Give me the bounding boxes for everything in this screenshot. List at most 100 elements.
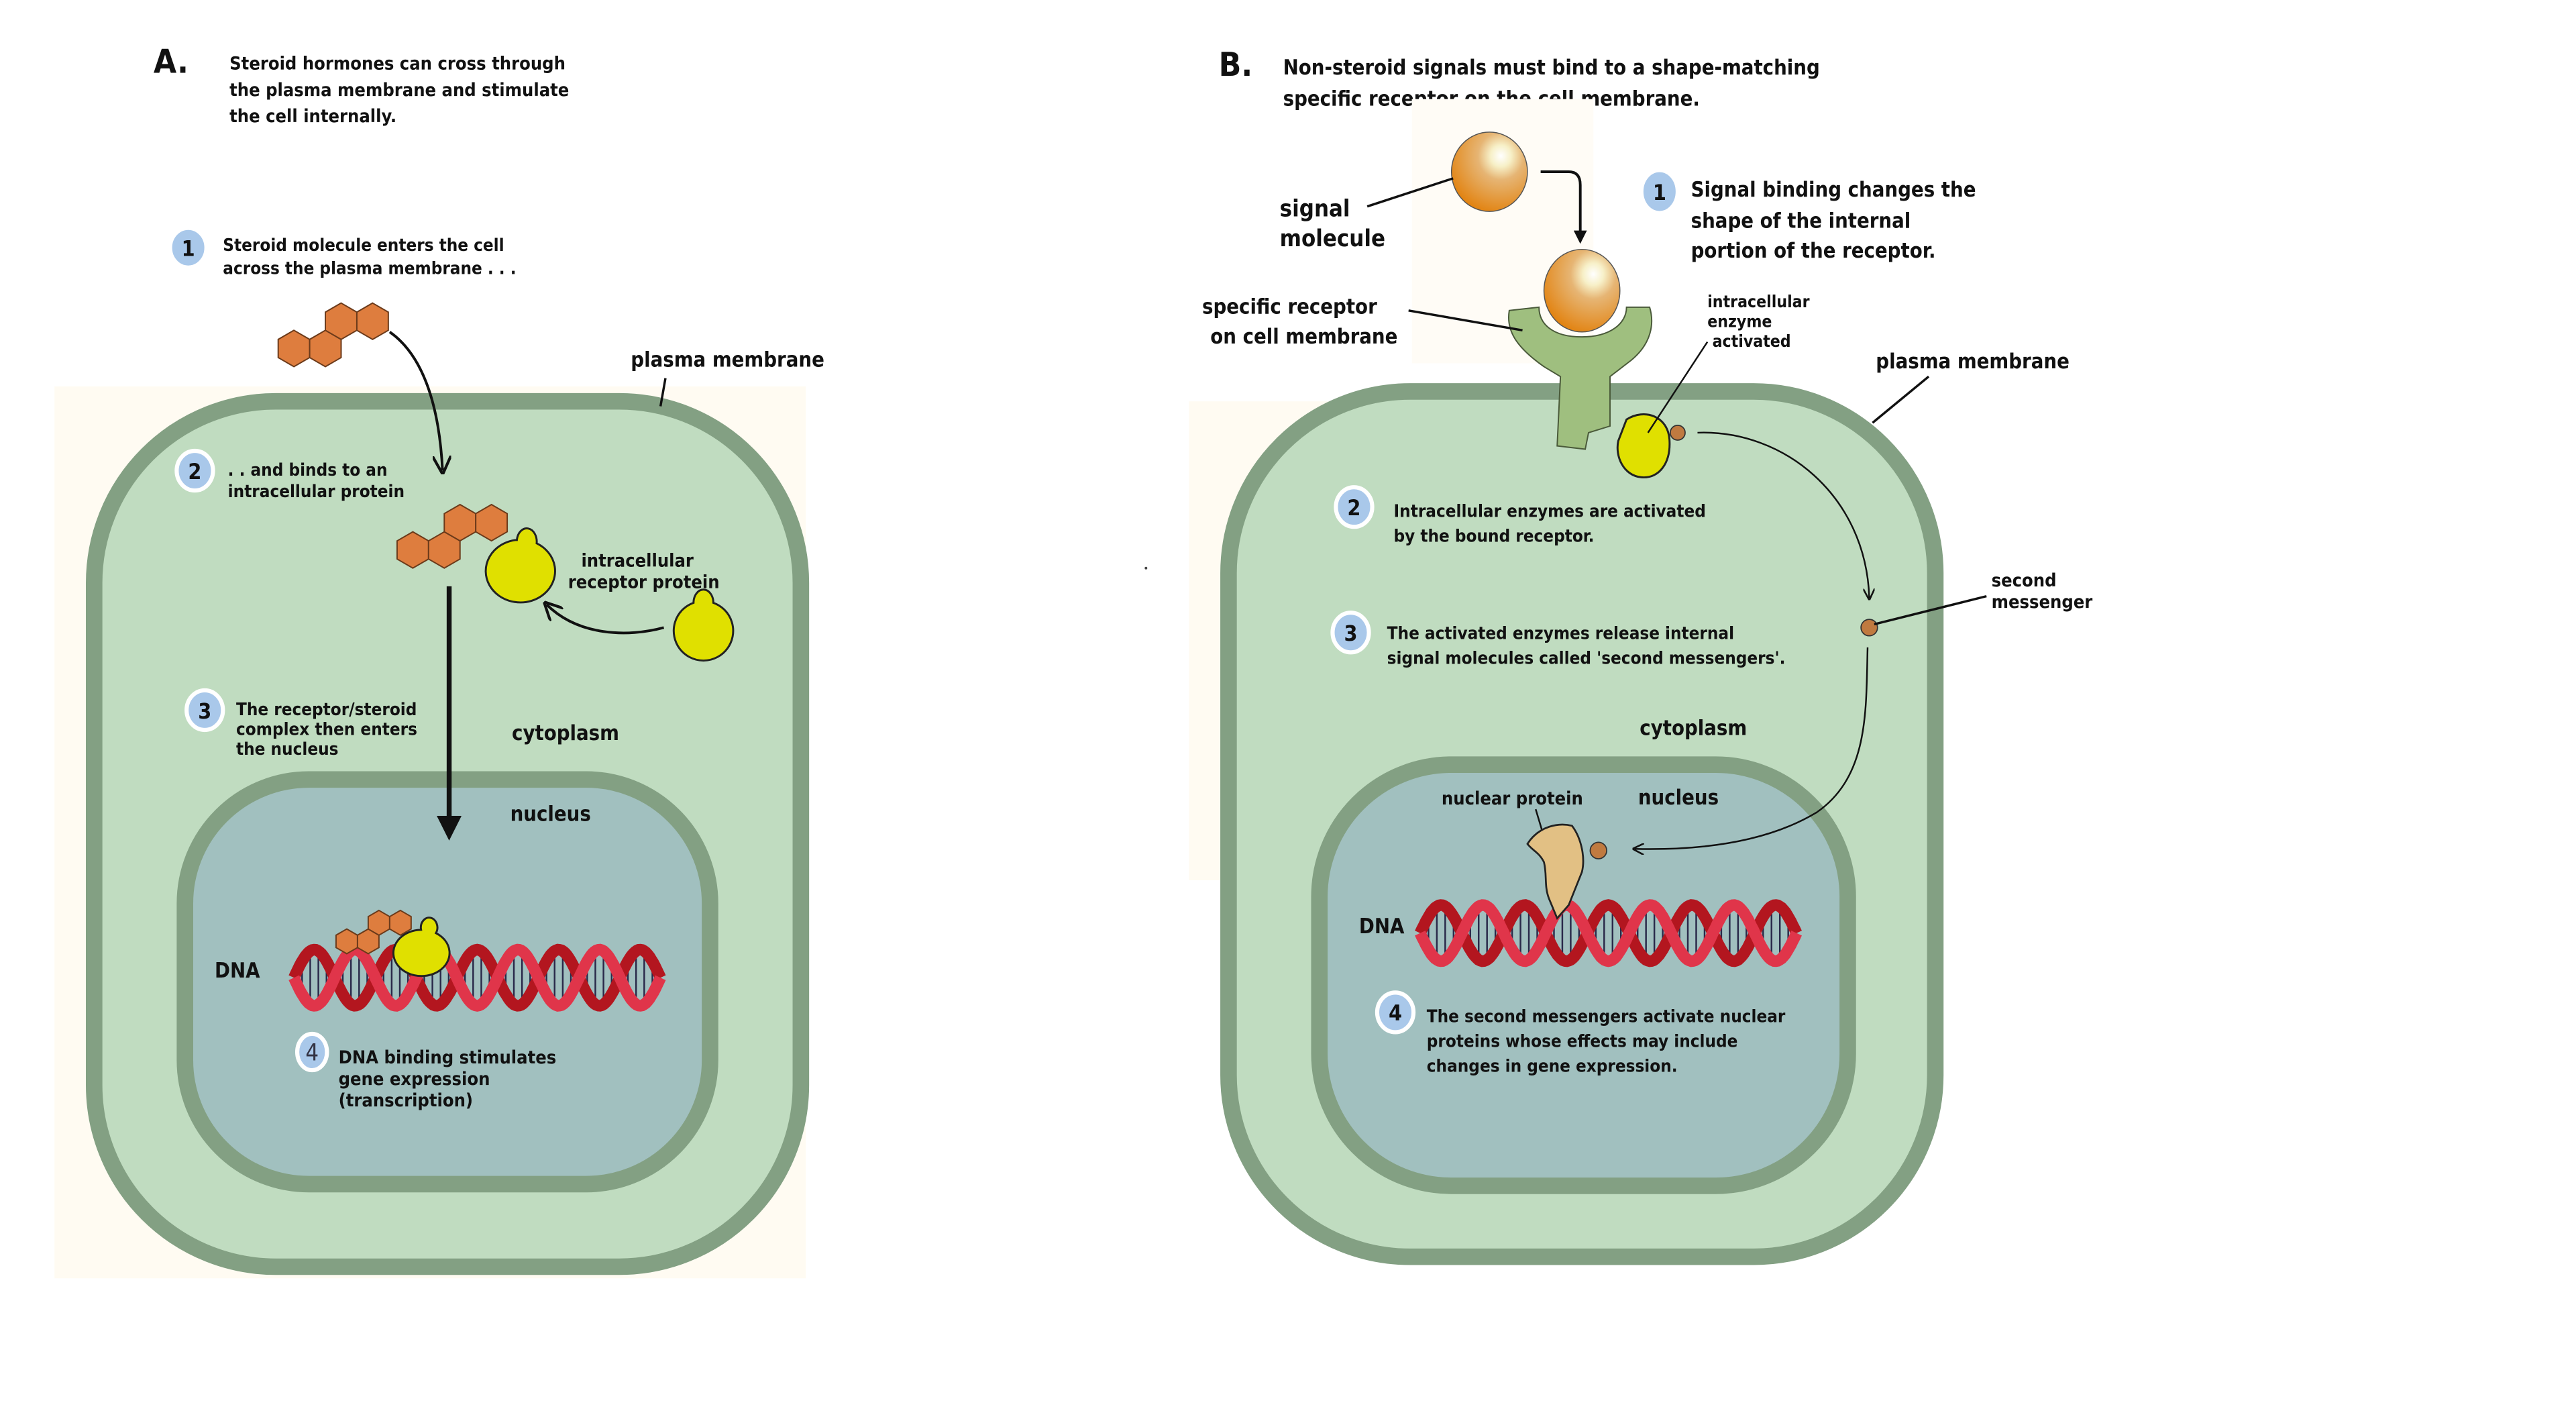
step-b-4: 4 The second messengers activate nuclear… [1375, 990, 1786, 1077]
step-text: across the plasma membrane . . . [223, 259, 516, 279]
steroid-molecule-icon [277, 302, 389, 368]
dna-label: DNA [215, 959, 260, 983]
second-messenger-leader [1874, 594, 1987, 626]
heading-line: the cell internally. [229, 106, 396, 127]
step-text: the nucleus [236, 739, 338, 759]
steroid-ring [356, 302, 389, 340]
step-text: changes in gene expression. [1427, 1057, 1678, 1077]
step-number: 4 [305, 1039, 319, 1066]
step-text: signal molecules called 'second messenge… [1387, 649, 1786, 669]
heading-line: the plasma membrane and stimulate [229, 80, 569, 101]
step-number: 3 [1344, 621, 1358, 646]
enzyme-label: activated [1713, 331, 1791, 351]
step-a-4: 4 DNA binding stimulates gene expression… [295, 1031, 557, 1111]
dna-strand [1415, 899, 1802, 967]
step-number: 1 [182, 236, 195, 262]
signal-molecule-label: molecule [1280, 225, 1385, 252]
step-text: by the bound receptor. [1394, 526, 1595, 546]
nuclear-signal-arrow [1635, 647, 1869, 849]
membrane-receptor-icon [1508, 306, 1653, 450]
step-text: gene expression [339, 1069, 490, 1090]
nucleus-label: nucleus [1638, 786, 1719, 810]
entry-arrow [388, 331, 443, 471]
dna-label: DNA [1359, 914, 1405, 939]
step-number: 1 [1653, 180, 1666, 205]
step-badge [168, 225, 209, 270]
receptor-label: specific receptor [1202, 295, 1377, 319]
step-a-3: 3 The receptor/steroid complex then ente… [184, 688, 417, 759]
signal-molecule-icon [1450, 132, 1528, 212]
step-badge [1330, 611, 1371, 655]
panel-a: A. Steroid hormones can cross through th… [54, 42, 824, 1279]
receptor-protein-label: receptor protein [568, 572, 720, 592]
heading-line: Non-steroid signals must bind to a shape… [1283, 56, 1820, 80]
step-badge [1334, 485, 1375, 529]
dna-strand [288, 943, 666, 1012]
dna-strand [1415, 899, 1802, 967]
nuclear-protein-label: nuclear protein [1442, 788, 1583, 809]
dna-helix-icon [1415, 899, 1802, 967]
steroid-ring [367, 909, 390, 936]
steroid-ring [475, 503, 508, 542]
step-text: portion of the receptor. [1691, 239, 1936, 263]
panel-a-heading: Steroid hormones can cross through the p… [229, 53, 569, 127]
intracellular-enzyme-icon [1616, 413, 1671, 478]
step-number: 3 [198, 698, 211, 724]
step-badge [295, 1031, 329, 1073]
step-text: DNA binding stimulates [339, 1047, 557, 1068]
receptor-protein [484, 527, 556, 604]
plasma-membrane-label: plasma membrane [1876, 350, 2070, 374]
step-a-2: 2 . . and binds to an intracellular prot… [174, 448, 405, 502]
step-number: 4 [1389, 1000, 1402, 1026]
panel-b: B. Non-steroid signals must bind to a sh… [1189, 45, 2093, 1265]
step-b-3: 3 The activated enzymes release internal… [1330, 611, 1786, 669]
stray-dot [1144, 566, 1148, 570]
second-messenger-label: messenger [1992, 592, 2093, 613]
signal-molecule-label: signal [1280, 195, 1350, 222]
step-b-2: 2 Intracellular enzymes are activated by… [1334, 485, 1706, 546]
nucleus-b [1311, 756, 1856, 1194]
second-messenger-release-arrow [1697, 431, 1869, 598]
step-text: Intracellular enzymes are activated [1394, 501, 1706, 521]
step-text: The activated enzymes release internal [1387, 624, 1734, 644]
cytoplasm-label: cytoplasm [512, 721, 619, 745]
step-text: (transcription) [339, 1090, 473, 1111]
cytoplasm-label: cytoplasm [1640, 716, 1747, 740]
steroid-ring [335, 928, 358, 955]
steroid-receptor-complex-icon [396, 503, 556, 604]
released-second-messenger-icon [1669, 424, 1686, 441]
nuclear-protein-icon [1526, 823, 1585, 921]
step-text: The receptor/steroid [236, 700, 417, 720]
step-text: Signal binding changes the [1691, 178, 1976, 202]
receptor-arrow [547, 605, 665, 635]
step-text: intracellular protein [228, 482, 405, 502]
step-badge [1375, 990, 1416, 1035]
step-text: proteins whose effects may include [1427, 1032, 1738, 1052]
heading-line: Steroid hormones can cross through [229, 53, 566, 74]
step-badge [174, 448, 215, 493]
panel-b-letter: B. [1219, 45, 1253, 84]
step-text: The second messengers activate nuclear [1427, 1007, 1786, 1027]
steroid-ring [277, 329, 311, 368]
step-text: complex then enters [236, 719, 417, 739]
second-messenger-icon [1860, 619, 1878, 637]
step-number: 2 [188, 459, 201, 484]
bound-second-messenger-icon [1589, 841, 1607, 859]
step-number: 2 [1347, 495, 1360, 521]
nucleus-label: nucleus [511, 802, 591, 826]
plasma-membrane-leader [1872, 375, 1930, 424]
step-a-1: 1 Steroid molecule enters the cell acros… [168, 225, 517, 279]
enzyme-leader [1647, 341, 1709, 433]
enzyme-label: intracellular [1707, 292, 1809, 311]
step-badge [184, 688, 225, 733]
nucleus-a [176, 771, 718, 1193]
step-text: shape of the internal [1691, 209, 1911, 233]
signal-arrow [1540, 170, 1587, 244]
plasma-membrane-label: plasma membrane [631, 348, 824, 372]
receptor-protein-label: intracellular [581, 550, 693, 571]
plasma-membrane-leader [659, 378, 667, 407]
second-messenger-label: second [1992, 570, 2057, 591]
receptor-label: on cell membrane [1210, 325, 1397, 349]
receptor-protein-icon [672, 588, 735, 662]
